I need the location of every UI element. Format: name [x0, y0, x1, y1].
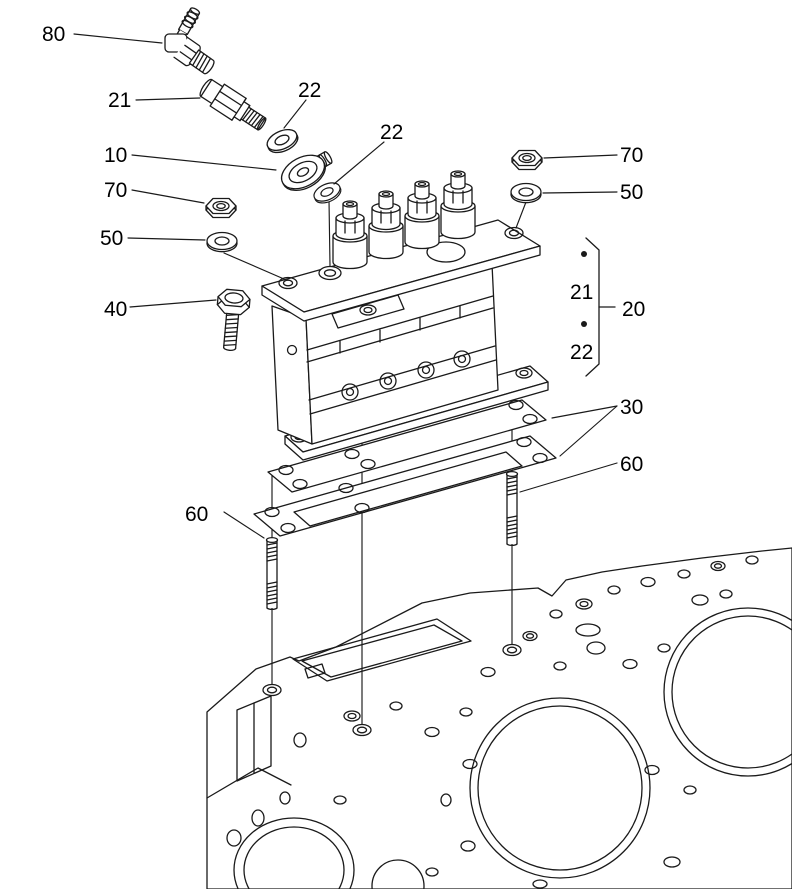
leader-lines — [73, 33, 618, 539]
callout-label-21-left: 21 — [108, 89, 131, 112]
block-stud-holes — [262, 643, 522, 737]
callout-label-60-right: 60 — [620, 453, 643, 476]
callout-label-10: 10 — [104, 144, 127, 167]
callout-label-22-lower: 22 — [380, 121, 403, 144]
washer-50-right — [510, 182, 542, 204]
stud-left — [265, 536, 279, 611]
engine-block — [206, 547, 792, 889]
axis-line-right — [515, 201, 527, 229]
joint-10 — [280, 151, 333, 191]
callout-label-80: 80 — [42, 23, 65, 46]
injection-pump — [261, 170, 549, 461]
bolt-40 — [216, 288, 251, 351]
callout-label-50-left: 50 — [100, 227, 123, 250]
callout-label-40: 40 — [104, 298, 127, 321]
washer-50-left — [206, 231, 238, 253]
callout-label-50-right: 50 — [620, 181, 643, 204]
joint-80 — [164, 7, 215, 75]
callout-label-60-left: 60 — [185, 503, 208, 526]
axis-line-left — [223, 252, 285, 280]
callout-label-22-upper: 22 — [298, 79, 321, 102]
callout-label-70-right: 70 — [620, 144, 643, 167]
callout-label-21-group: 21 — [570, 281, 593, 304]
gasket-lower — [253, 435, 557, 537]
callout-label-20: 20 — [622, 298, 645, 321]
gasket-upper — [267, 399, 547, 493]
nut-70-left — [205, 197, 237, 219]
overflow-valve-21 — [199, 78, 267, 131]
callout-label-22-group: 22 — [570, 341, 593, 364]
nut-70-right — [511, 149, 543, 171]
washer-22-upper — [263, 124, 302, 158]
group-bracket-20 — [581, 237, 616, 377]
callout-label-70-left: 70 — [104, 179, 127, 202]
stud-right — [505, 470, 519, 547]
callout-label-30: 30 — [620, 396, 643, 419]
